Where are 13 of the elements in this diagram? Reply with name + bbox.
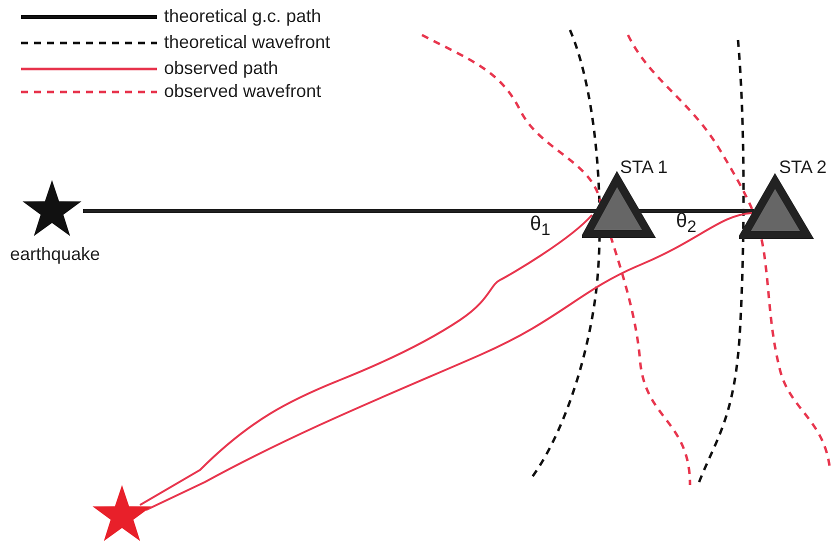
angle-label: θ$_{1}$ [530,214,550,240]
event-label: earthquake [10,244,100,264]
station-label: STA 1 [620,157,668,177]
legend-label: observed path [164,58,278,78]
legend-label: theoretical g.c. path [164,6,322,26]
ray-path [140,214,593,506]
station-label: STA 2 [779,157,827,177]
legend-label: theoretical wavefront [164,32,330,52]
ray-path [146,212,752,511]
ray-path [638,209,754,213]
ray-path [83,209,597,213]
angle-label: θ$_{2}$ [676,211,696,237]
legend-label: observed wavefront [164,81,322,101]
